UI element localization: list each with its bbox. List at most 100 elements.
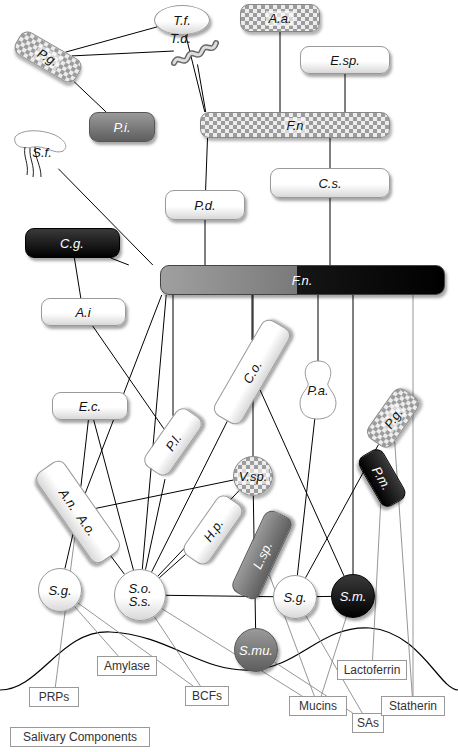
species-label: P.i.	[113, 120, 130, 135]
coaggregation-line	[252, 295, 253, 340]
label-group: C.o.	[240, 358, 265, 386]
flagellated-cell: S.f.	[11, 127, 73, 177]
species-label: C.o.	[240, 358, 265, 386]
label-group: BCFs	[192, 689, 222, 703]
salivary-component-box: BCFs	[185, 686, 229, 706]
species-label: Salivary Components	[23, 730, 137, 744]
coaggregation-line	[72, 51, 174, 56]
coaggregation-line	[345, 74, 346, 112]
label-group: P.i.	[113, 120, 130, 135]
coccus-circle: V.sp.	[233, 456, 273, 496]
label-group: E.c.	[79, 399, 101, 414]
bacterium-rod: H.p.	[180, 492, 246, 568]
coccus-circle: S.o.S.s.	[114, 569, 166, 621]
label-group: Lactoferrin	[344, 663, 401, 677]
coaggregation-line	[159, 555, 185, 578]
bacterium-rod: P.g.	[11, 28, 85, 86]
species-label: P.m.	[369, 463, 395, 492]
species-label: S.f.	[32, 145, 52, 160]
bacterium-rod: A.n.A.o.	[33, 457, 124, 567]
label-group: C.s.	[318, 176, 341, 191]
label-group: S.g.	[283, 590, 306, 605]
coaggregation-line	[317, 596, 331, 597]
bacterium-rod: P.i.	[89, 112, 155, 142]
label-group: Mucins	[299, 699, 337, 713]
bacterium-rod: F.n	[200, 112, 390, 138]
coaggregation-line	[81, 420, 89, 487]
species-label: S.m.	[340, 589, 367, 604]
salivary-component-box: Amylase	[97, 656, 157, 676]
species-label: T.d.	[170, 31, 191, 46]
species-label: L.sp.	[249, 539, 275, 571]
bacterium-rod: E.sp.	[300, 46, 390, 74]
coaggregation-line	[198, 64, 206, 112]
label-group: P.g.	[380, 403, 407, 432]
bacterium-cell: T.f.	[154, 5, 210, 35]
coccus-circle: S.g.	[38, 568, 82, 612]
bridging-bacterium-bar: F.n.	[160, 265, 445, 295]
coaggregation-line	[321, 617, 346, 696]
coccus-circle: S.m.	[331, 574, 375, 618]
species-label: P.l.	[162, 431, 184, 454]
label-group: P.m.	[369, 463, 395, 492]
species-label: F.n	[284, 118, 305, 133]
bacterium-rod: P.l.	[141, 405, 206, 480]
species-label: P.g.	[380, 403, 407, 432]
label-group: Amylase	[104, 659, 150, 673]
coaggregation-line	[74, 258, 80, 298]
label-group: F.n.	[292, 273, 313, 288]
species-label: E.sp.	[330, 53, 360, 68]
label-group: S.g.	[48, 583, 71, 598]
species-label: Mucins	[299, 699, 337, 713]
species-label: C.g.	[60, 236, 84, 251]
coccus-circle: S.mu.	[234, 628, 278, 672]
coaggregation-line	[111, 556, 125, 574]
species-label: S.g.	[48, 583, 71, 598]
spirochete-shape: T.d.	[170, 33, 220, 67]
coccus-circle: S.g.	[273, 575, 317, 619]
species-label: Amylase	[104, 659, 150, 673]
coaggregation-line	[173, 295, 174, 416]
species-label: S.g.	[283, 590, 306, 605]
bacterium-rod: P.d.	[165, 190, 245, 220]
label-group: T.d.	[170, 31, 191, 46]
label-group: S.o.S.s.	[128, 582, 151, 608]
coaggregation-line	[206, 138, 208, 190]
species-label: BCFs	[192, 689, 222, 703]
coaggregation-line	[146, 479, 166, 569]
coaggregation-line	[353, 295, 354, 574]
bacterium-rod: E.c.	[52, 392, 128, 420]
peanut-cell: P.a.	[298, 359, 338, 421]
label-group: F.n	[284, 118, 305, 133]
label-group: Salivary Components	[23, 730, 137, 744]
species-label: T.f.	[173, 13, 191, 28]
label-group: PRPs	[39, 690, 70, 704]
species-label: V.sp.	[237, 469, 270, 484]
label-group: P.a.	[307, 383, 328, 398]
bacterium-rod: C.g.	[25, 228, 120, 258]
coaggregation-line	[280, 32, 281, 112]
coaggregation-line	[330, 198, 331, 265]
coaggregation-line	[74, 82, 106, 112]
bacterium-rod: P.m.	[355, 446, 408, 510]
salivary-component-box: Salivary Components	[10, 727, 150, 747]
salivary-component-box: PRPs	[29, 687, 79, 707]
species-label: S.o.	[128, 582, 151, 595]
tooth-surface-curve	[0, 628, 458, 690]
label-group: P.g.	[33, 44, 63, 70]
coaggregation-line	[66, 27, 158, 52]
species-label: S.mu.	[239, 643, 273, 658]
label-group: A.n.A.o.	[56, 485, 99, 538]
species-label: Statherin	[389, 699, 437, 713]
species-label: S.s.	[129, 595, 151, 608]
label-group: H.p.	[200, 516, 226, 544]
species-label: SAs	[357, 716, 379, 730]
coaggregation-line	[373, 504, 381, 660]
coaggregation-line	[297, 416, 315, 575]
species-label: PRPs	[39, 690, 70, 704]
species-label: P.d.	[194, 198, 215, 213]
coaggregation-line	[330, 138, 331, 168]
label-group: V.sp.	[237, 469, 270, 484]
coaggregation-line	[55, 537, 75, 687]
